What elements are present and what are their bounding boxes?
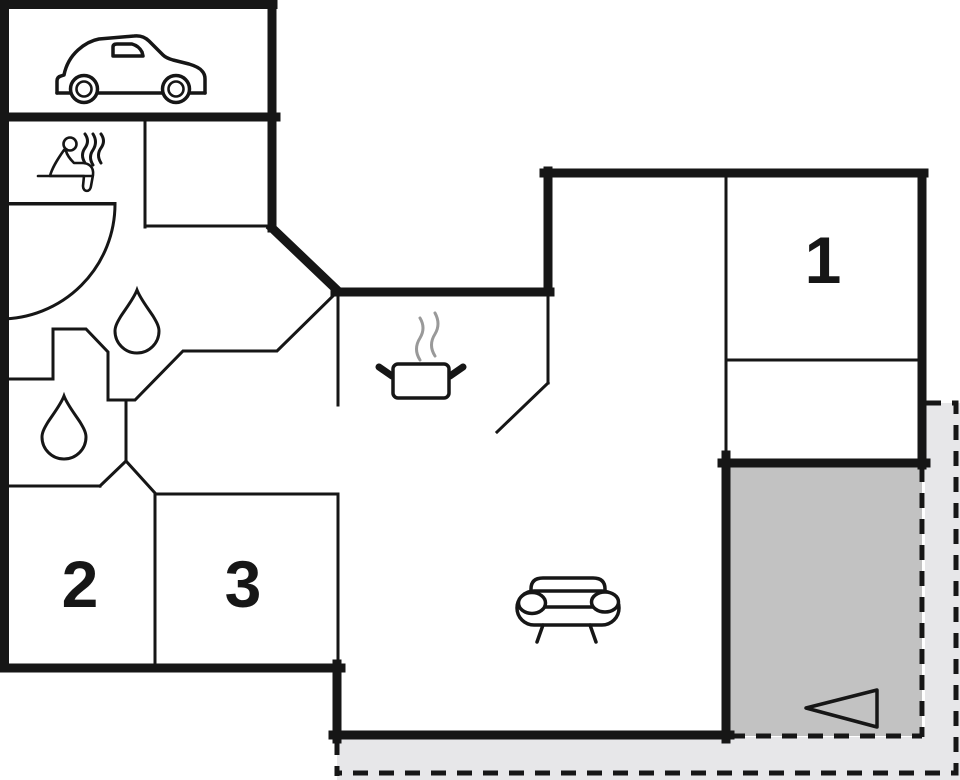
car-window — [111, 42, 145, 58]
wall-wc-right — [97, 398, 158, 496]
exterior-walls — [0, 0, 931, 744]
cooking-pot-icon — [375, 311, 467, 400]
outdoor-outer-dashed-border — [337, 400, 959, 776]
car-wheel-rear — [68, 73, 100, 105]
sofa-armrest-left — [516, 590, 548, 616]
sofa-icon — [515, 576, 621, 644]
wall-bathroom-boundary — [0, 289, 340, 402]
arrow-left-icon — [804, 688, 879, 729]
sauna-person-icon — [36, 132, 105, 193]
corner-shower — [0, 202, 117, 321]
bedroom3-label: 3 — [225, 547, 262, 621]
water-drop-icon — [113, 285, 161, 355]
sofa-armrest-right — [589, 590, 621, 614]
outdoor-area — [337, 403, 960, 780]
car-wheel-front — [160, 73, 192, 105]
dashed-boundaries — [334, 400, 959, 776]
sofa-legs — [535, 623, 598, 644]
pot-steam — [415, 311, 440, 362]
bedroom2-label: 2 — [62, 547, 99, 621]
entry-door-leaf — [494, 380, 551, 435]
car-icon — [55, 34, 207, 105]
wall-diagonal — [265, 221, 345, 298]
water-drop-icon — [40, 391, 88, 461]
sauna-steam — [81, 132, 105, 167]
terrace-area — [726, 463, 922, 736]
interior-walls — [0, 115, 924, 670]
bedroom1-label: 1 — [805, 223, 842, 297]
